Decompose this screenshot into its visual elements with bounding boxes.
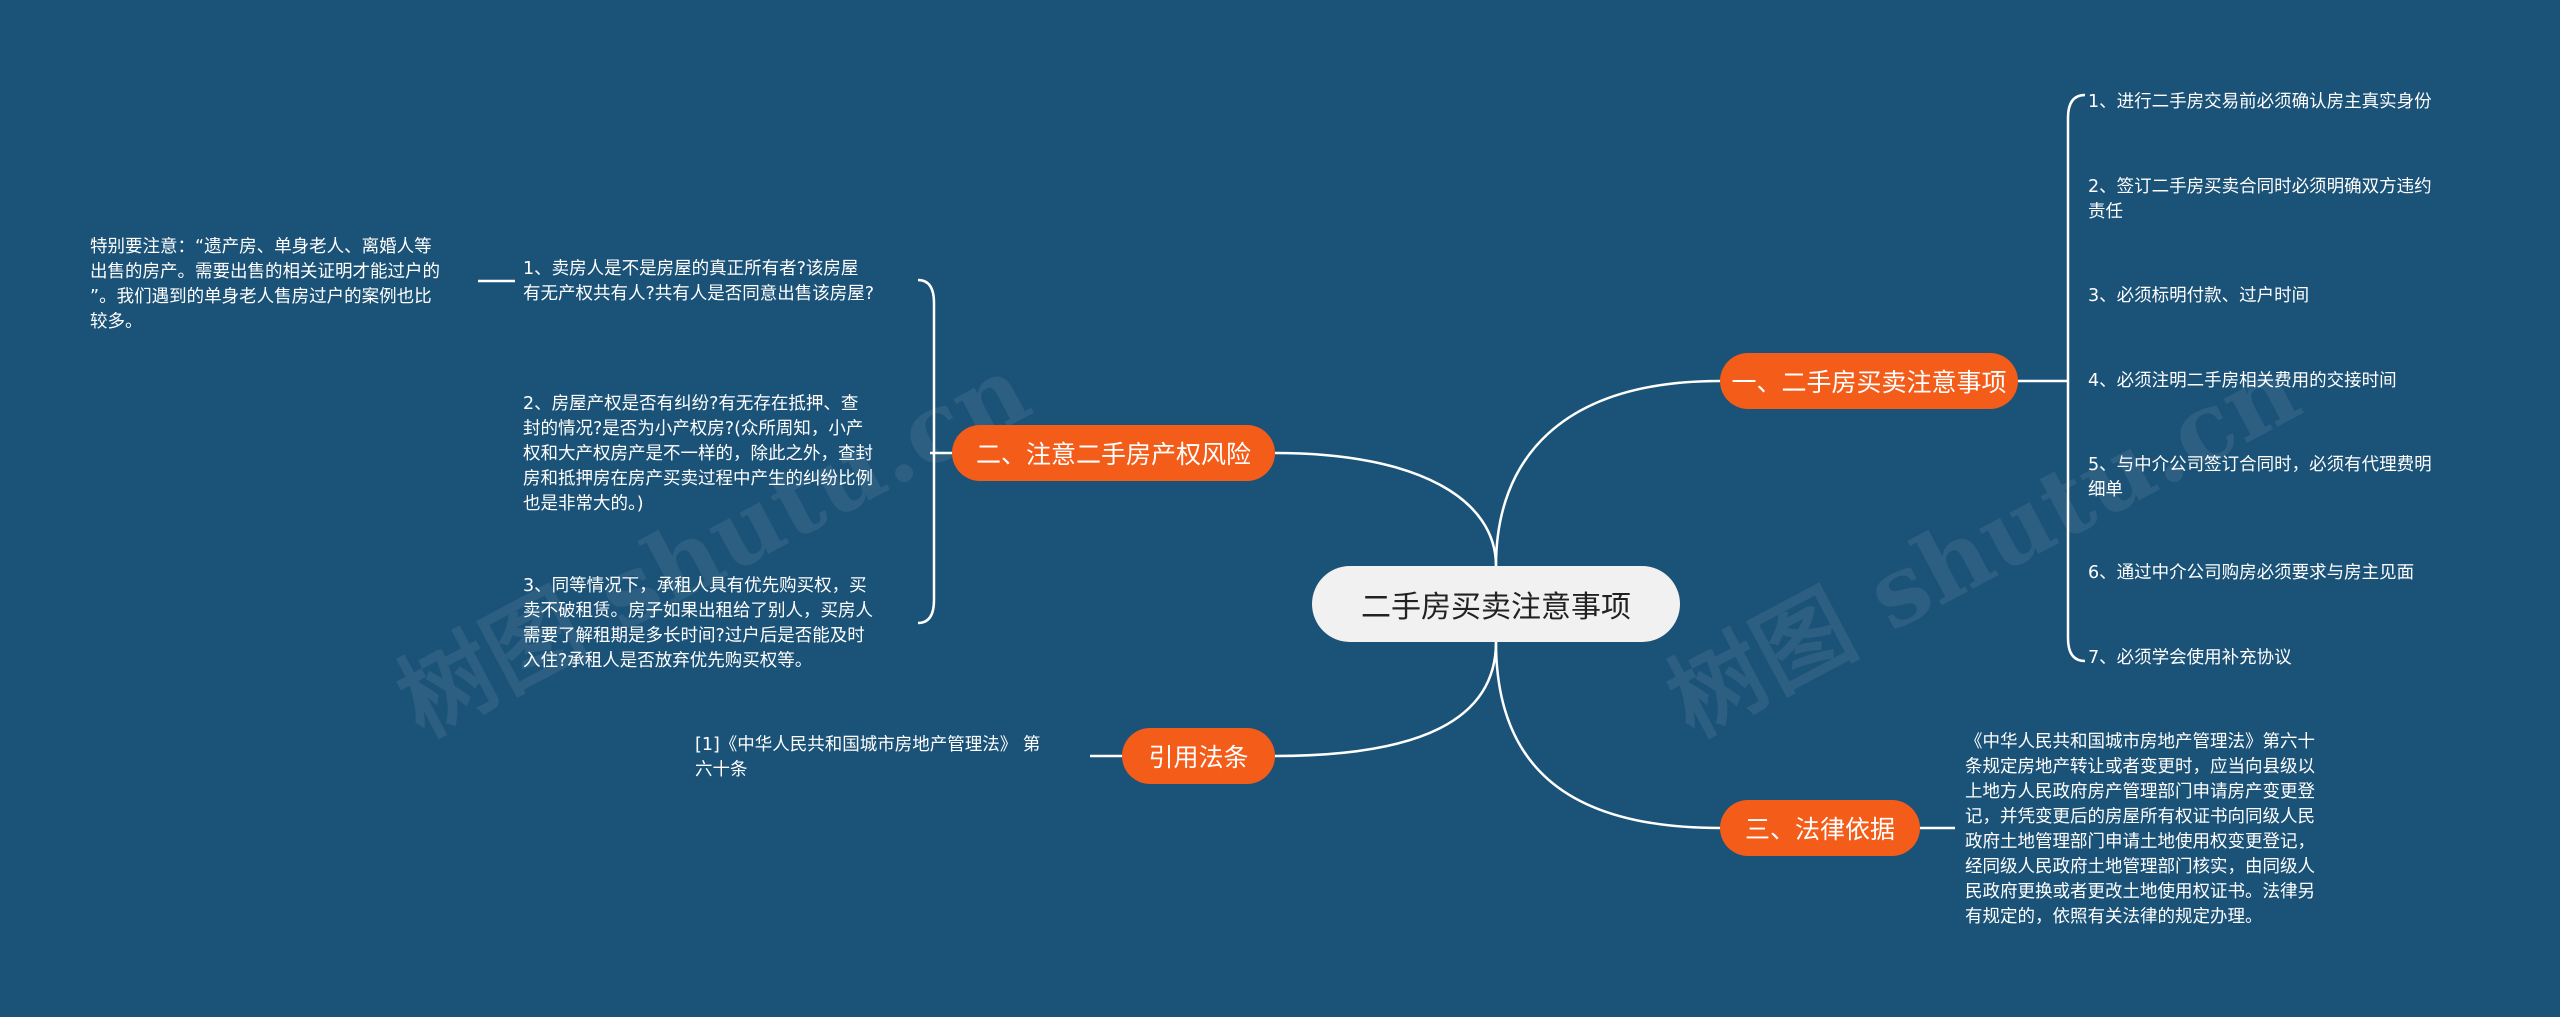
edge-root-b2 <box>1274 451 1498 567</box>
leaf-b1-2: 2、签订二手房买卖合同时必须明确双方违约 责任 <box>2088 177 2432 222</box>
branch-property-risk[interactable]: 二、注意二手房产权风险 <box>952 425 1275 481</box>
leaf-b1-1: 1、进行二手房交易前必须确认房主真实身份 <box>2088 92 2432 112</box>
leaf-b1-4: 4、必须注明二手房相关费用的交接时间 <box>2088 371 2397 391</box>
leaf-b1-3: 3、必须标明付款、过户时间 <box>2088 286 2310 306</box>
edge-b1-bracket <box>2066 93 2086 663</box>
leaf-b1-7: 7、必须学会使用补充协议 <box>2088 648 2292 668</box>
branch-legal-basis[interactable]: 三、法律依据 <box>1720 800 1920 856</box>
leaf-b2-2: 2、房屋产权是否有纠纷?有无存在抵押、查 封的情况?是否为小产权房?(众所周知，… <box>523 394 873 514</box>
edge-b2-bracket <box>917 278 936 625</box>
root-node[interactable]: 二手房买卖注意事项 <box>1312 566 1680 642</box>
branch-cited-law[interactable]: 引用法条 <box>1122 728 1275 784</box>
edge-root-b1 <box>1494 379 1721 567</box>
leaf-b3-text: 《中华人民共和国城市房地产管理法》第六十 条规定房地产转让或者变更时，应当向县级… <box>1965 732 2315 927</box>
leaf-b2-note: 特别要注意：“遗产房、单身老人、离婚人等 出售的房产。需要出售的相关证明才能过户… <box>90 237 440 332</box>
leaf-b1-5: 5、与中介公司签订合同时，必须有代理费明 细单 <box>2088 455 2432 500</box>
branch-buying-notes[interactable]: 一、二手房买卖注意事项 <box>1720 353 2018 409</box>
edge-root-b4 <box>1274 641 1498 758</box>
edge-root-b3 <box>1494 641 1721 830</box>
leaf-b2-3: 3、同等情况下，承租人具有优先购买权，买 卖不破租赁。房子如果出租给了别人，买房… <box>523 576 873 671</box>
leaf-b4-text: [1]《中华人民共和国城市房地产管理法》 第 六十条 <box>695 735 1041 780</box>
leaf-b1-6: 6、通过中介公司购房必须要求与房主见面 <box>2088 563 2415 583</box>
leaf-b2-1: 1、卖房人是不是房屋的真正所有者?该房屋 有无产权共有人?共有人是否同意出售该房… <box>523 259 875 304</box>
